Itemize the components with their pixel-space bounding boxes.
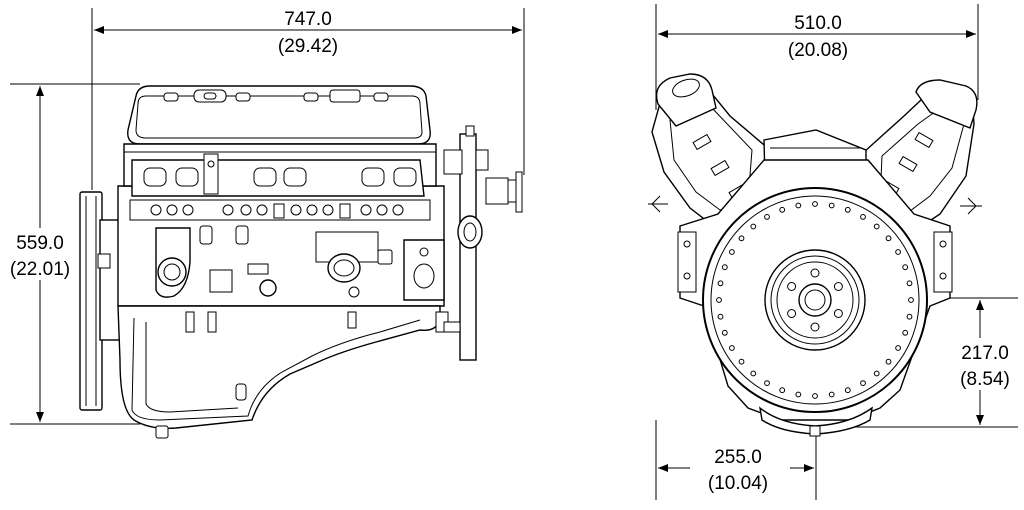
hub-bolt-hole [833, 309, 843, 318]
crank-height-dimension: 217.0 (8.54) [852, 297, 1020, 428]
engine-front-view [648, 73, 982, 437]
flywheel-bolt-hole [764, 214, 770, 220]
pilot-shaft [515, 171, 523, 213]
flywheel-bolt-hole [844, 387, 851, 394]
right-side-bracket [933, 231, 953, 293]
hub-bolt-hole [810, 268, 820, 278]
flywheel-bolt-hole [750, 370, 757, 377]
flywheel-bolt-hole [812, 393, 818, 399]
crank-height-in-label: (8.54) [960, 369, 1010, 390]
oil-filter-mount [259, 279, 277, 297]
flywheel-bolt-hole [738, 235, 745, 242]
crank-offset-mm-label: 255.0 [714, 447, 762, 468]
front-oil-pan [759, 406, 873, 435]
timing-cover [99, 219, 121, 341]
flywheel-bolt-hole [885, 235, 892, 242]
flywheel-bolt-hole [738, 358, 745, 365]
flywheel-bolt-hole [779, 206, 786, 213]
flywheel-bolt-hole [721, 264, 728, 271]
flywheel-bolt-hole [729, 345, 735, 351]
flywheel-bolt-hole [902, 264, 909, 271]
rear-hub [485, 177, 509, 205]
flywheel-bolt-hole [906, 313, 913, 320]
side-length-in-label: (29.42) [278, 36, 338, 57]
crank-offset-in-label: (10.04) [708, 473, 768, 494]
flywheel-bolt-hole [779, 387, 786, 394]
flywheel-bolt-hole [717, 280, 724, 287]
sensor-box [209, 269, 233, 293]
hub-bolt-hole [833, 282, 843, 291]
flywheel-bolt-hole [895, 249, 901, 255]
flywheel-bolt-hole [873, 370, 880, 377]
flywheel-bolt-hole [795, 391, 802, 398]
flywheel-bolt-hole [860, 380, 866, 387]
flywheel-bolt-hole [885, 358, 892, 365]
flywheel-bolt-hole [895, 345, 901, 351]
hub-bolt-hole [810, 322, 820, 332]
hub-bolt-hole [787, 282, 797, 291]
side-height-dimension: 559.0 (22.01) [2, 83, 140, 425]
front-width-dimension: 510.0 (20.08) [655, 4, 979, 110]
flywheel-bolt-hole [721, 329, 728, 336]
hub-bolts [787, 268, 843, 332]
crank-offset-dimension: 255.0 (10.04) [655, 420, 817, 500]
flywheel-bolt-hole [873, 223, 880, 230]
flywheel-bolt-circle [716, 201, 914, 399]
flywheel-bolt-hole [902, 329, 909, 336]
flywheel-bolt-hole [860, 214, 866, 220]
pulley [79, 191, 103, 411]
flywheel-bolt-hole [812, 201, 818, 207]
side-length-mm-label: 747.0 [284, 9, 332, 30]
front-width-mm-label: 510.0 [794, 13, 842, 34]
crank-height-mm-label: 217.0 [961, 343, 1009, 364]
hub-bolt-hole [787, 309, 797, 318]
left-side-bracket [677, 231, 697, 293]
flywheel-bolt-hole [828, 391, 835, 398]
spark-plug-row [129, 199, 431, 221]
flywheel-bolt-hole [844, 206, 851, 213]
flywheel-bolt-hole [716, 297, 722, 303]
oil-pan [117, 305, 441, 430]
flywheel-bolt-hole [908, 297, 914, 303]
drain-plug [155, 425, 169, 439]
side-height-in-label: (22.01) [10, 259, 70, 280]
side-height-mm-label: 559.0 [16, 233, 64, 254]
flywheel-bolt-hole [795, 202, 802, 209]
manifold-bracket [203, 153, 219, 195]
flywheel-bolt-hole [717, 313, 724, 320]
flywheel-bolt-hole [750, 223, 757, 230]
side-length-dimension: 747.0 (29.42) [91, 8, 525, 190]
flywheel-bolt-hole [828, 202, 835, 209]
flywheel-bolt-hole [729, 249, 735, 255]
right-valve-cover [915, 79, 978, 129]
front-width-in-label: (20.08) [788, 40, 848, 61]
flywheel-bolt-hole [764, 380, 770, 387]
flywheel-bolt-hole [906, 280, 913, 287]
left-valve-cover [655, 73, 717, 127]
engine-side-view [79, 85, 523, 439]
crankshaft-center [798, 283, 832, 317]
